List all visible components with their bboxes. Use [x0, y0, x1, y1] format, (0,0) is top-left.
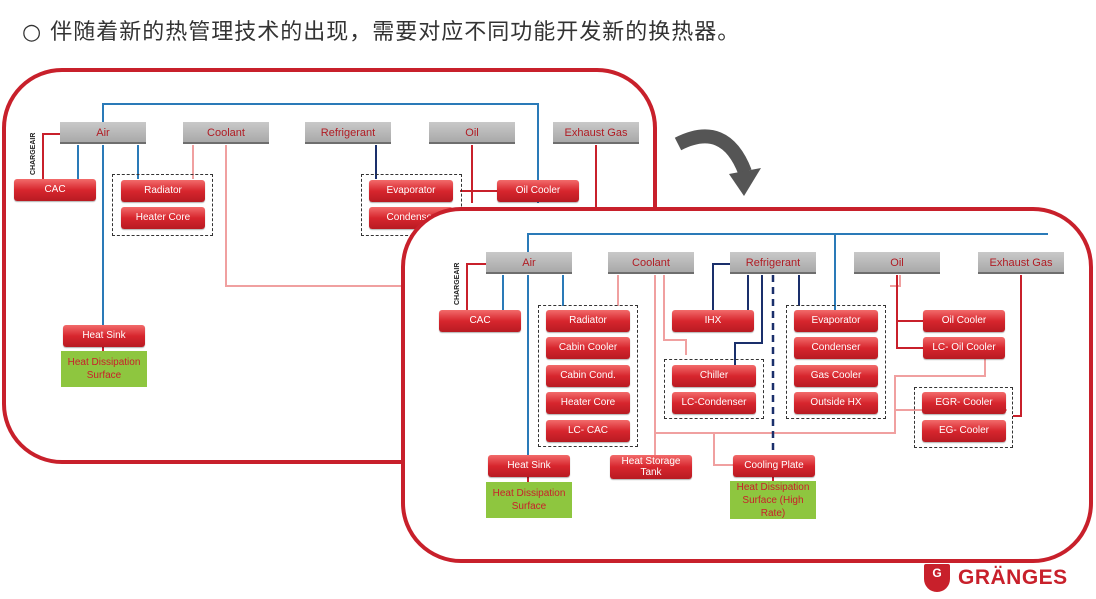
new-chiller-group	[664, 359, 764, 419]
old-heat-sink-box: Heat Sink	[63, 325, 145, 347]
new-lc-cac-box: LC- CAC	[546, 420, 630, 442]
old-category-refrigerant: Refrigerant	[305, 122, 391, 144]
old-category-oil: Oil	[429, 122, 515, 144]
new-heater-core-box: Heater Core	[546, 392, 630, 414]
new-evaporator-box: Evaporator	[794, 310, 878, 332]
granges-logo-mark: G	[924, 564, 950, 592]
old-category-coolant: Coolant	[183, 122, 269, 144]
new-category-refrigerant: Refrigerant	[730, 252, 816, 274]
new-category-air: Air	[486, 252, 572, 274]
new-heat-dissipation-surface: Heat Dissipation Surface	[486, 482, 572, 518]
old-radiator-box: Radiator	[121, 180, 205, 202]
new-ihx-box: IHX	[672, 310, 754, 332]
new-cabin-cooler-box: Cabin Cooler	[546, 337, 630, 359]
old-heater-core-box: Heater Core	[121, 207, 205, 229]
new-category-exhaust-gas: Exhaust Gas	[978, 252, 1064, 274]
new-lc-oil-cooler-box: LC- Oil Cooler	[923, 337, 1005, 359]
new-eg-cooler-box: EG- Cooler	[922, 420, 1006, 442]
new-category-oil: Oil	[854, 252, 940, 274]
new-heat-dissipation-surface-high-rate: Heat Dissipation Surface (High Rate)	[730, 481, 816, 519]
new-chiller-box: Chiller	[672, 365, 756, 387]
new-category-coolant: Coolant	[608, 252, 694, 274]
page-headline: ○ 伴随着新的热管理技术的出现，需要对应不同功能开发新的换热器。	[22, 20, 741, 45]
new-radiator-box: Radiator	[546, 310, 630, 332]
granges-logo: G GRÄNGES	[924, 563, 1068, 593]
old-coolant-group	[112, 174, 213, 236]
new-oil-cooler-box: Oil Cooler	[923, 310, 1005, 332]
old-cac-box: CAC	[14, 179, 96, 201]
new-lc-condenser-box: LC-Condenser	[672, 392, 756, 414]
new-coolant-group	[538, 305, 638, 447]
new-gas-cooler-box: Gas Cooler	[794, 365, 878, 387]
old-evaporator-box: Evaporator	[369, 180, 453, 202]
new-outside-hx-box: Outside HX	[794, 392, 878, 414]
new-heat-storage-tank-box: Heat Storage Tank	[610, 455, 692, 479]
old-oil-cooler-box: Oil Cooler	[497, 180, 579, 202]
new-heat-sink-box: Heat Sink	[488, 455, 570, 477]
new-cac-box: CAC	[439, 310, 521, 332]
old-category-air: Air	[60, 122, 146, 144]
new-condenser-box: Condenser	[794, 337, 878, 359]
new-chargeair-label: CHARGEAIR	[454, 262, 461, 305]
old-category-exhaust-gas: Exhaust Gas	[553, 122, 639, 144]
new-cooling-plate-box: Cooling Plate	[733, 455, 815, 477]
new-refrigerant-group	[786, 305, 886, 419]
new-cabin-cond-box: Cabin Cond.	[546, 365, 630, 387]
granges-logo-text: GRÄNGES	[958, 566, 1068, 589]
old-heat-dissipation-surface: Heat Dissipation Surface	[61, 351, 147, 387]
new-egr-cooler-box: EGR- Cooler	[922, 392, 1006, 414]
new-exhaust-group	[914, 387, 1013, 448]
